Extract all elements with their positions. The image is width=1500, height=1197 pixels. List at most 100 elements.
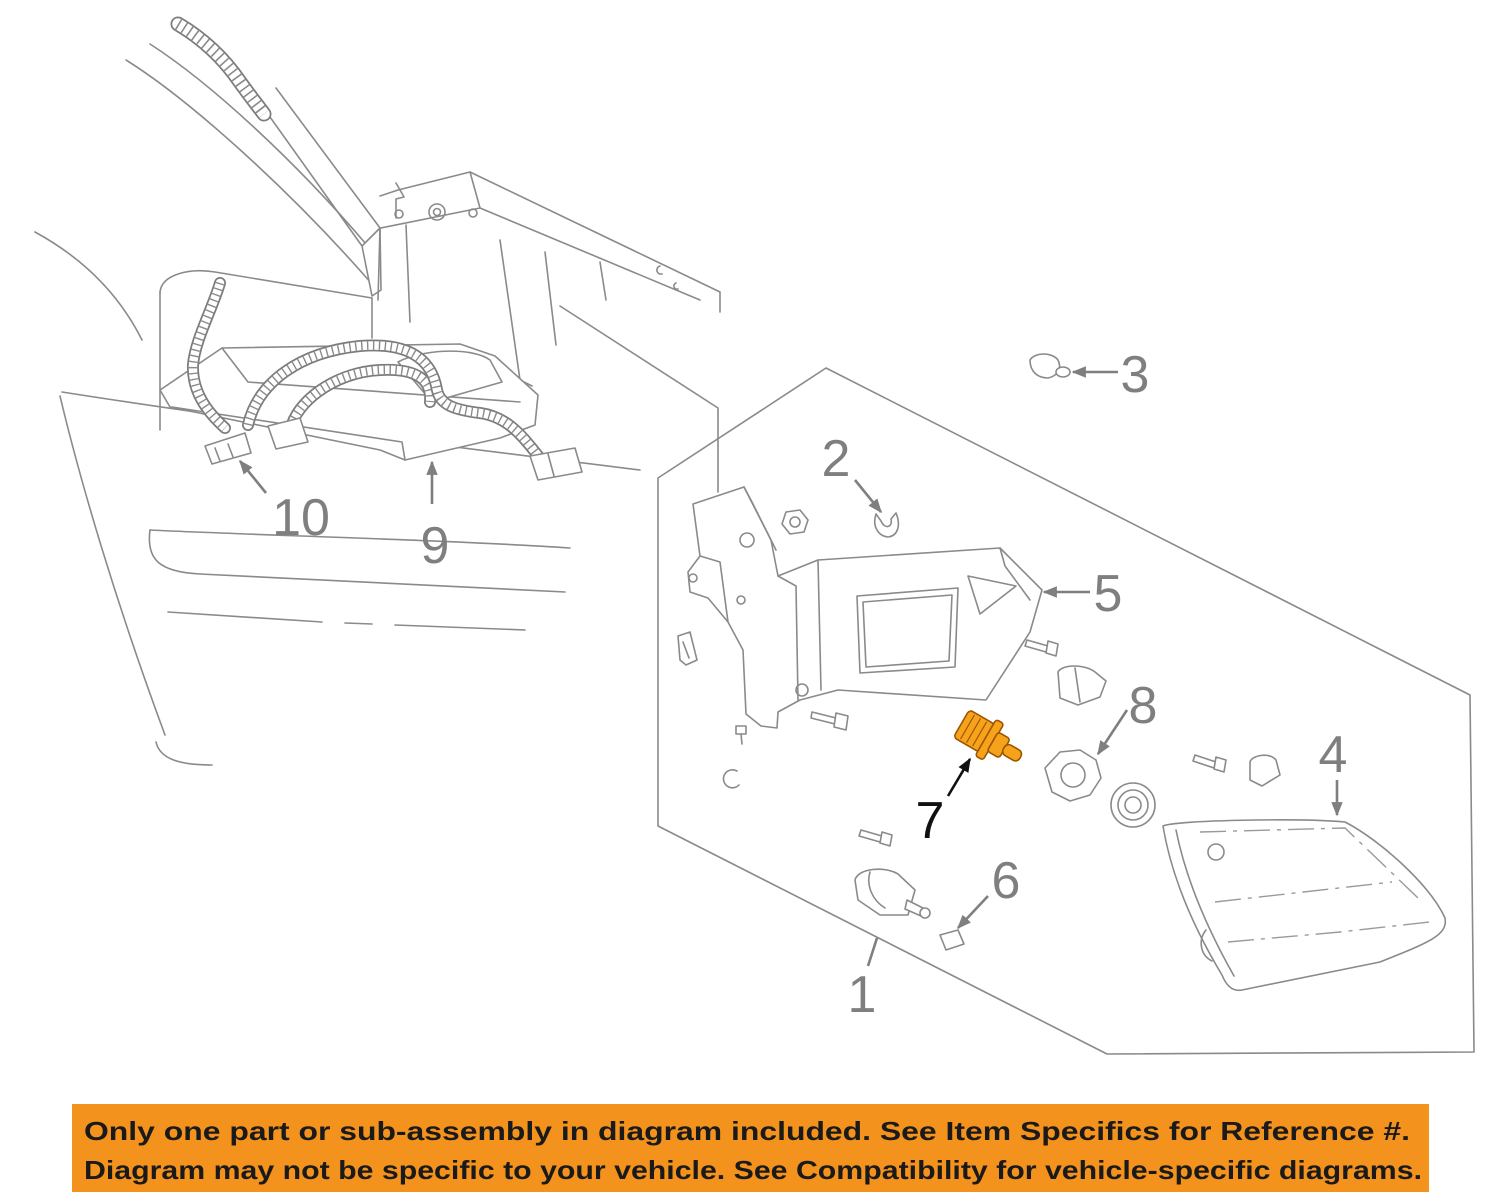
- bracket-edge: [999, 547, 1031, 601]
- part-7-stem: [1001, 743, 1023, 762]
- lens-rear-socket: [1200, 929, 1213, 962]
- headlamp-lens: [1162, 819, 1447, 992]
- support-rib: [377, 227, 381, 301]
- plate-slot: [656, 265, 663, 275]
- fastener-part-3: [1029, 353, 1061, 379]
- bracket-stud: [740, 733, 743, 745]
- connector-detail: [547, 453, 555, 477]
- bumper-groove: [167, 611, 323, 623]
- callout-arrow-2: [853, 479, 883, 514]
- fascia-side-curve: [59, 395, 166, 736]
- callout-label-1: 1: [848, 966, 877, 1024]
- plate-hole: [468, 208, 478, 218]
- fascia-outer-curve: [34, 231, 143, 341]
- bracket-window: [856, 587, 959, 674]
- screw-head: [879, 831, 893, 847]
- callout-arrows: [238, 366, 1343, 967]
- plate-hole: [432, 207, 442, 217]
- clip-part-2: [873, 512, 900, 538]
- support-plate-fold: [469, 171, 481, 209]
- lens-inner-edge: [1175, 829, 1235, 977]
- bulb-socket: [1057, 665, 1107, 706]
- vehicle-front-end: [34, 24, 721, 766]
- bracket-edge: [777, 575, 799, 701]
- support-rib: [599, 261, 607, 301]
- banner-line-2: Diagram may not be specific to your vehi…: [84, 1155, 1422, 1185]
- bumper-lower-corner: [155, 741, 213, 766]
- screw-head: [833, 712, 849, 731]
- bracket-cutout: [967, 575, 1017, 615]
- plate-slot: [673, 282, 679, 290]
- harness-connector: [204, 432, 252, 465]
- bracket-hole: [736, 595, 746, 605]
- retainer-clip-detail: [682, 641, 690, 659]
- banner-background: [72, 1104, 1429, 1192]
- callout-arrow-7: [946, 757, 972, 797]
- banner-line-1: Only one part or sub-assembly in diagram…: [84, 1116, 1410, 1146]
- callout-label-6: 6: [992, 852, 1021, 910]
- bracket-window-inner: [862, 594, 953, 668]
- callout-label-9: 9: [421, 517, 450, 575]
- seal-ring-inner: [1124, 796, 1142, 814]
- screw: [1024, 639, 1049, 653]
- block-part-6: [939, 929, 965, 951]
- connector-detail: [214, 443, 234, 462]
- hex-nut: [781, 509, 809, 535]
- headlamp-opening-top: [159, 270, 373, 299]
- bumper-groove: [344, 622, 373, 625]
- bracket-edge: [743, 486, 777, 551]
- cowl-end-block: [361, 227, 382, 297]
- hood-edge-line: [125, 59, 373, 285]
- callout-label-8: 8: [1129, 677, 1158, 735]
- callout-arrow-10: [238, 459, 268, 494]
- bumper-groove: [148, 529, 566, 593]
- cowl-strip-line: [254, 95, 363, 247]
- lens-bulb-hole: [1207, 843, 1225, 861]
- callout-arrow-8: [1096, 709, 1129, 756]
- callout-arrow-6: [957, 895, 989, 930]
- callout-label-10: 10: [272, 489, 330, 547]
- leader-line: [559, 305, 719, 493]
- bumper-groove: [394, 624, 526, 631]
- exploded-parts: [677, 353, 1447, 992]
- screw: [1192, 754, 1217, 769]
- support-plate-front: [380, 207, 701, 301]
- plate-hole: [394, 209, 404, 219]
- screw: [810, 711, 837, 725]
- fastener-part-3-cap: [1055, 366, 1071, 378]
- wiring-harness: [178, 24, 583, 481]
- part-7-ribs: [959, 714, 988, 747]
- reference-flag: [395, 182, 405, 219]
- highlighted-part-7: [954, 710, 1023, 762]
- callout-label-3: 3: [1121, 346, 1150, 404]
- harness-connector: [267, 417, 309, 450]
- bracket-hole: [688, 573, 698, 583]
- lens-line: [1214, 881, 1393, 903]
- fender-edge-line: [149, 43, 367, 245]
- callout-labels: 1 2 3 4 5 6 7 8 9 10: [272, 346, 1347, 1024]
- callout-label-7: 7: [916, 792, 945, 850]
- retainer-clip: [1249, 754, 1281, 787]
- motor-detail: [868, 871, 886, 909]
- disclaimer-banner: Only one part or sub-assembly in diagram…: [72, 1104, 1429, 1192]
- support-rib: [405, 224, 411, 323]
- callout-leader-1: [866, 937, 879, 967]
- bracket-edge: [699, 555, 729, 623]
- retainer-clip: [677, 631, 698, 666]
- lens-line: [1227, 921, 1431, 943]
- lock-ring-hole: [1060, 762, 1086, 788]
- ring-clip: [722, 768, 740, 789]
- lens-line: [1199, 827, 1419, 899]
- bracket-stud: [735, 725, 747, 735]
- bulb-socket-detail: [1074, 667, 1081, 703]
- support-rib: [544, 251, 557, 346]
- motor-body: [854, 868, 916, 916]
- hex-nut-hole: [789, 516, 801, 528]
- callout-label-5: 5: [1094, 565, 1123, 623]
- lens-outline: [1162, 819, 1447, 992]
- screw-head: [1213, 756, 1227, 773]
- cowl-strip-line: [275, 87, 381, 229]
- bracket-hole: [739, 532, 755, 548]
- bracket-edge: [817, 559, 822, 691]
